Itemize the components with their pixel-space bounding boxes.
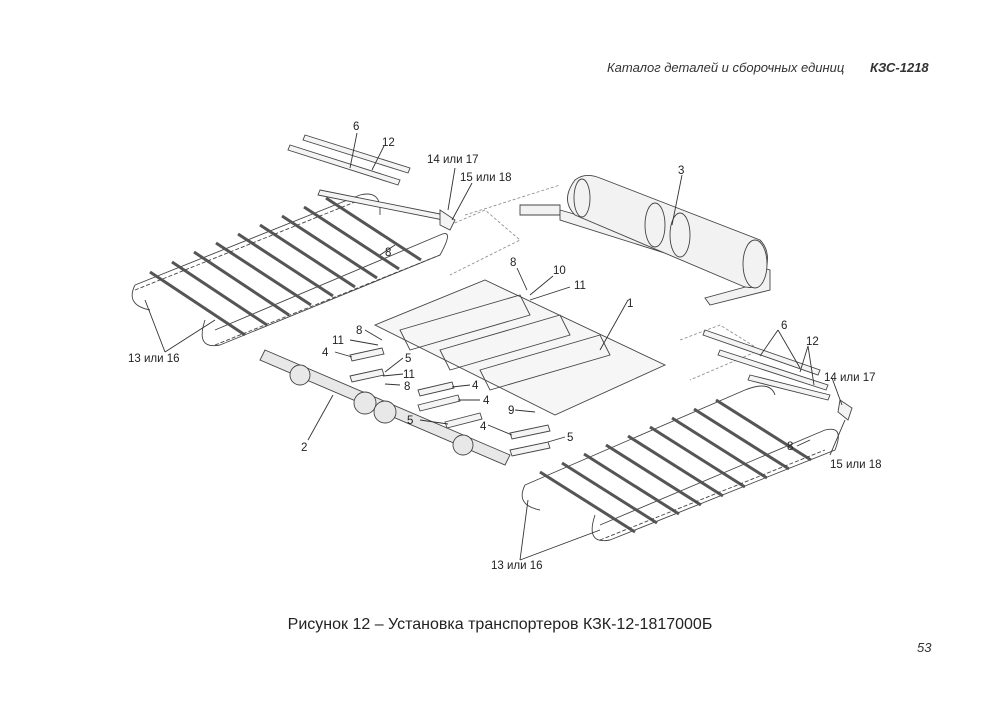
callout-8-bars-mid: 8 [404,381,410,393]
callout-8-left: 8 [385,247,391,259]
callout-13-16-left: 13 или 16 [128,353,180,365]
callout-4-fourth: 4 [480,421,487,433]
callout-11-bars-top: 11 [332,335,344,347]
top-left-slats [287,134,456,231]
callout-10: 10 [553,265,566,277]
callout-8-center: 8 [510,257,516,269]
callout-1: 1 [627,298,633,310]
callout-4-second: 4 [472,380,479,392]
left-conveyor [131,193,448,347]
right-conveyor [521,385,839,542]
small-bars [349,347,551,457]
callout-15-18-right: 15 или 18 [830,459,882,471]
callout-12-top: 12 [382,137,395,149]
callout-13-16-right: 13 или 16 [491,560,543,572]
callout-4-first: 4 [322,347,329,359]
catalog-title: Каталог деталей и сборочных единиц [607,60,845,75]
leader-lines [144,132,846,561]
callout-3: 3 [678,165,684,177]
callout-5-second: 5 [407,415,413,427]
callout-15-18-top: 15 или 18 [460,172,512,184]
floor-plate [373,279,667,416]
callout-11-center: 11 [574,280,586,292]
assembly-guides [449,184,761,381]
callout-6-right: 6 [781,320,787,332]
callout-11-bars-mid: 11 [403,369,415,381]
model-code: КЗС-1218 [870,60,929,75]
right-slats [702,329,853,421]
callout-6-top: 6 [353,121,359,133]
callout-14-17-right: 14 или 17 [824,372,876,384]
callout-labels: 6 12 14 или 17 15 или 18 3 8 8 10 11 1 1… [128,121,882,572]
callout-8-bars-top: 8 [356,325,362,337]
drive-shaft [259,349,511,466]
page-number: 53 [917,640,932,655]
callout-9: 9 [508,405,514,417]
callout-8-right: 8 [787,441,793,453]
roller [519,175,771,306]
callout-5-third: 5 [567,432,573,444]
callout-2: 2 [301,442,307,454]
callout-14-17-top: 14 или 17 [427,154,479,166]
callout-12-right: 12 [806,336,819,348]
callout-4-third: 4 [483,395,490,407]
figure-caption: Рисунок 12 – Установка транспортеров КЗК… [287,616,713,633]
callout-5-first: 5 [405,353,411,365]
